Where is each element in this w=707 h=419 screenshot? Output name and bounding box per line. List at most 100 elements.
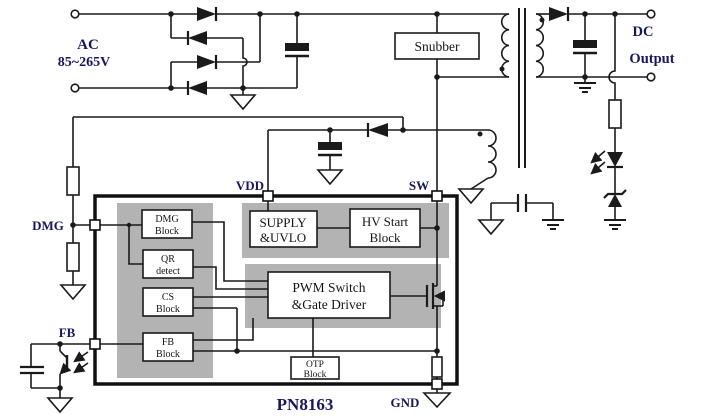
y-capacitor xyxy=(477,194,564,236)
ac-range-label: 85~265V xyxy=(58,55,110,70)
dmg-block-line2: Block xyxy=(155,226,179,237)
opto-transistor xyxy=(59,344,89,388)
secondary-polarity-dot xyxy=(539,17,545,23)
svg-text:OTP: OTP xyxy=(306,360,324,370)
sw-label: SW xyxy=(409,178,429,193)
svg-text:Block: Block xyxy=(156,304,180,315)
sense-resistor xyxy=(431,351,443,379)
block-fb xyxy=(142,332,194,362)
qr-block-line2: detect xyxy=(156,266,180,277)
aux-winding xyxy=(487,129,497,179)
dmg-resistor-upper xyxy=(66,166,80,196)
dc-output-label: Output xyxy=(629,51,674,67)
pin-dmg xyxy=(89,219,101,231)
secondary-winding xyxy=(535,13,544,78)
ac-label: AC xyxy=(77,37,99,53)
vdd-branch xyxy=(267,123,488,191)
block-supply-uvlo xyxy=(249,210,318,248)
svg-text:DMG: DMG xyxy=(155,214,178,225)
qr-block-line1: QR xyxy=(161,254,175,265)
block-cs xyxy=(142,287,194,317)
dmg-resistor-lower xyxy=(66,242,80,272)
svg-text:Block: Block xyxy=(369,230,401,245)
block-otp xyxy=(290,356,340,380)
dmg-label: DMG xyxy=(32,218,64,233)
svg-text:QR: QR xyxy=(161,254,175,265)
ac-input xyxy=(70,9,80,93)
opto-led xyxy=(607,152,623,167)
feedback-resistor xyxy=(608,99,622,129)
output-diode xyxy=(549,7,568,21)
primary-ground-bridge xyxy=(229,88,257,111)
supply-uvlo-line1: SUPPLY xyxy=(259,215,307,230)
dmg-block-line1: DMG xyxy=(155,214,178,225)
dmg-divider xyxy=(59,116,404,301)
svg-text:HV Start: HV Start xyxy=(362,214,409,229)
svg-text:detect: detect xyxy=(156,266,180,277)
block-dmg xyxy=(141,209,193,239)
primary-ground-dmg xyxy=(59,284,87,301)
svg-text:Block: Block xyxy=(155,226,179,237)
block-hv-start xyxy=(349,208,421,248)
svg-text:FB: FB xyxy=(162,337,175,348)
led-light-arrow-1 xyxy=(590,150,606,164)
bridge-rectifier xyxy=(79,7,509,111)
primary-ground-aux xyxy=(457,188,485,205)
transformer xyxy=(457,8,545,205)
snubber-box xyxy=(394,32,480,60)
hv-start-line2: Block xyxy=(369,230,401,245)
fb-network xyxy=(20,341,90,414)
ic-pn8163: DMG Block QR detect CS Block FB Block SU… xyxy=(89,190,459,390)
ac-terminal-bottom xyxy=(70,83,80,93)
bridge-diode-2 xyxy=(188,31,207,45)
svg-text:CS: CS xyxy=(162,292,174,303)
wire-jog xyxy=(242,38,248,88)
svg-text:Block: Block xyxy=(304,370,327,380)
opto-light-arrow-1 xyxy=(73,351,89,363)
fb-block-line1: FB xyxy=(162,337,175,348)
fb-block-line2: Block xyxy=(156,349,180,360)
fb-capacitor xyxy=(20,343,60,389)
fb-label: FB xyxy=(59,325,76,340)
bridge-diode-4 xyxy=(188,81,207,95)
pin-fb xyxy=(89,338,101,350)
aux-polarity-dot xyxy=(477,131,483,137)
cs-block-line2: Block xyxy=(156,304,180,315)
vdd-label: VDD xyxy=(236,178,264,193)
pwm-line2: &Gate Driver xyxy=(292,297,367,312)
snubber xyxy=(394,11,509,191)
cs-block-line1: CS xyxy=(162,292,174,303)
secondary-ground-ycap xyxy=(542,219,564,230)
hv-start-line1: HV Start xyxy=(362,214,409,229)
bridge-diode-1 xyxy=(197,7,216,21)
opto-light-arrow-2 xyxy=(73,362,89,374)
svg-text:Block: Block xyxy=(156,349,180,360)
primary-ground-gnd-pin xyxy=(422,389,452,409)
primary-ground-ycap xyxy=(477,219,505,236)
primary-polarity-dot xyxy=(499,66,505,72)
svg-text:&UVLO: &UVLO xyxy=(260,230,306,245)
bridge-diode-3 xyxy=(197,55,216,69)
output-capacitor xyxy=(573,14,597,77)
secondary-ground-output xyxy=(574,77,596,93)
ic-internal-wires xyxy=(100,201,440,357)
power-mosfet xyxy=(390,283,445,309)
ac-terminal-top xyxy=(70,9,80,19)
primary-ground-vddcap xyxy=(316,169,344,186)
pwm-line1: PWM Switch xyxy=(292,280,365,295)
vdd-diode xyxy=(366,123,388,137)
part-number-label: PN8163 xyxy=(277,395,334,414)
gnd-label: GND xyxy=(391,395,420,410)
secondary-ground-zener xyxy=(604,219,626,230)
snubber-label: Snubber xyxy=(415,39,461,54)
svg-text:PWM Switch: PWM Switch xyxy=(292,280,365,295)
pin-vdd xyxy=(262,190,274,202)
block-qr xyxy=(142,249,194,279)
otp-line2: Block xyxy=(304,370,327,380)
svg-text:&Gate Driver: &Gate Driver xyxy=(292,297,367,312)
svg-text:SUPPLY: SUPPLY xyxy=(259,215,307,230)
vdd-capacitor xyxy=(316,130,344,186)
otp-line1: OTP xyxy=(306,360,324,370)
dc-terminal-top xyxy=(646,9,656,19)
